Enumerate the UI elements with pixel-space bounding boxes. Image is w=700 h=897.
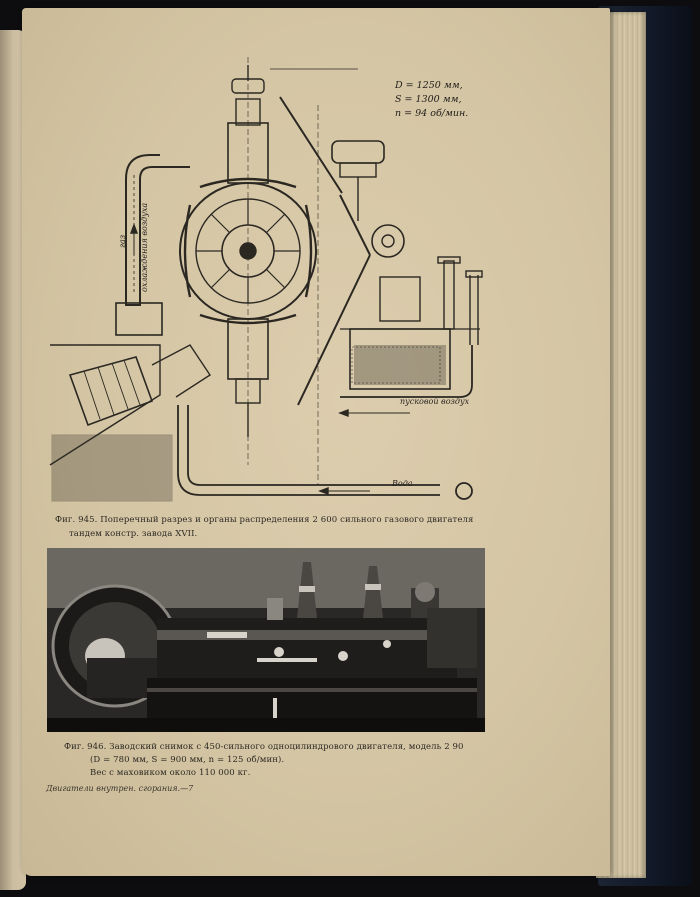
figure-946-caption-line3: Вес с маховиком около 110 000 кг.: [90, 768, 251, 778]
engine-photograph: [47, 548, 485, 732]
label-water: Вода: [392, 479, 413, 488]
engine-specs: D = 1250 мм, S = 1300 мм, n = 94 об/мин.: [395, 79, 468, 121]
figure-946-caption: Фиг. 946. Заводский снимок с 450-сильног…: [64, 742, 464, 752]
left-page-curl: [0, 30, 26, 890]
label-gas: газ: [118, 234, 127, 248]
label-air-cooling: охлаждения воздуха: [140, 202, 149, 292]
spec-stroke: S = 1300 мм,: [395, 94, 462, 105]
label-starting-air: пусковой воздух: [400, 397, 470, 406]
engine-cross-section-drawing: [49, 57, 483, 502]
page-footer: Двигатели внутрен. сгорания.—7: [46, 784, 194, 793]
figure-945-caption: Фиг. 945. Поперечный разрез и органы рас…: [55, 515, 474, 525]
figure-946-caption-line2: (D = 780 мм, S = 900 мм, n = 125 об/мин)…: [90, 755, 285, 765]
figure-945-caption-line2: тандем констр. завода XVII.: [69, 529, 198, 539]
spec-rpm: n = 94 об/мин.: [395, 108, 469, 119]
spec-diameter: D = 1250 мм,: [395, 80, 463, 91]
